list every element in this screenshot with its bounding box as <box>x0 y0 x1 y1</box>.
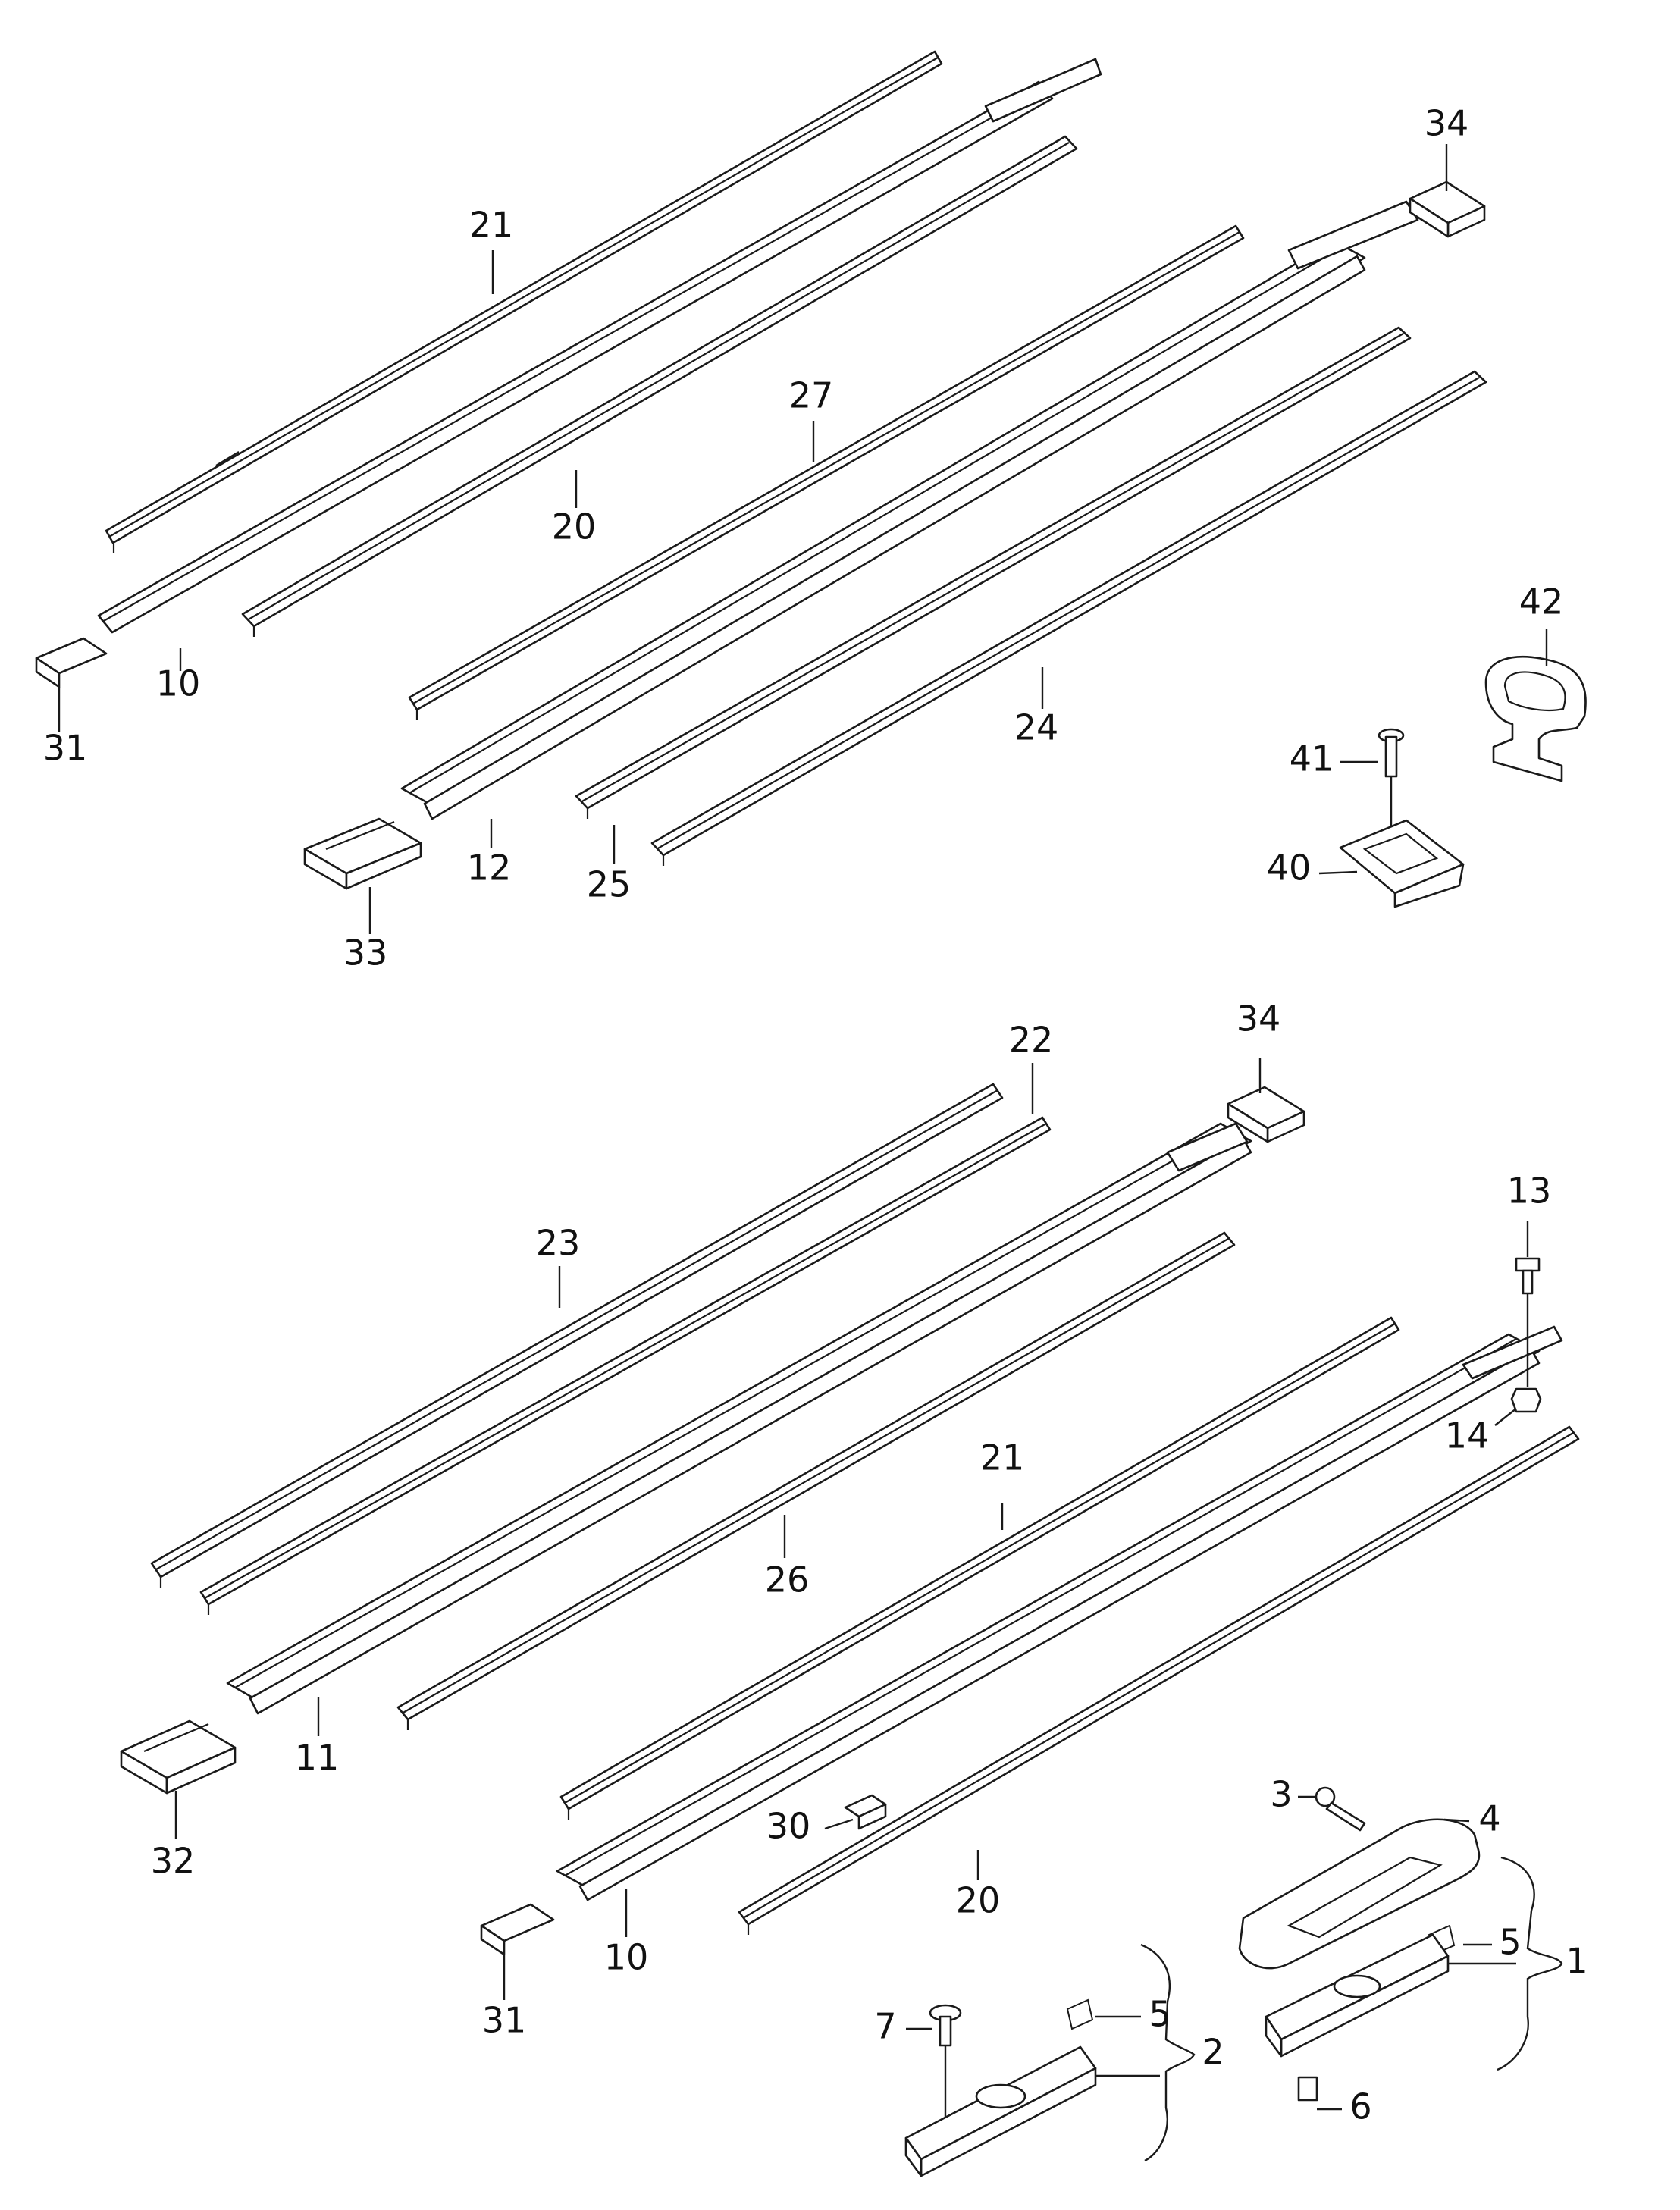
callout-11: 11 <box>295 1738 340 1779</box>
rail-20-bottom <box>738 1425 1580 1935</box>
end-cap-34-top <box>1409 180 1486 238</box>
bolt-13 <box>1515 1257 1541 1295</box>
end-cap-34-bottom <box>1227 1086 1305 1143</box>
clip-30 <box>844 1794 887 1830</box>
callout-7: 7 <box>874 2006 896 2047</box>
callout-30: 30 <box>766 1806 811 1847</box>
callout-4: 4 <box>1478 1798 1500 1839</box>
screw-3 <box>1315 1786 1366 1832</box>
fitting-2 <box>904 2045 1097 2177</box>
callout-41: 41 <box>1290 738 1334 779</box>
rail-10-top <box>97 58 1102 634</box>
callout-31-top: 31 <box>43 728 88 769</box>
end-cap-31-top <box>35 637 108 688</box>
callout-25: 25 <box>587 864 632 905</box>
rail-10-bottom <box>556 1325 1563 1901</box>
end-cap-33 <box>303 817 422 890</box>
callout-1: 1 <box>1566 1941 1588 1982</box>
rail-22 <box>199 1116 1052 1615</box>
callout-10-bottom: 10 <box>604 1937 649 1978</box>
callout-20-bottom: 20 <box>956 1880 1001 1921</box>
end-cap-32 <box>120 1719 237 1795</box>
callout-3: 3 <box>1270 1774 1292 1815</box>
callout-32: 32 <box>151 1841 196 1882</box>
rail-23 <box>150 1083 1004 1588</box>
callout-21-top: 21 <box>469 205 514 246</box>
callout-14: 14 <box>1445 1415 1490 1456</box>
callout-5-a: 5 <box>1499 1922 1521 1963</box>
callout-10-top: 10 <box>156 663 201 704</box>
callout-6: 6 <box>1349 2086 1371 2127</box>
tie-down-40 <box>1339 819 1465 908</box>
callout-31-bottom: 31 <box>482 2000 527 2041</box>
callout-labels-top: 21 20 10 31 27 12 33 25 24 34 42 41 40 <box>43 103 1564 973</box>
callout-labels-bottom: 22 23 34 26 11 32 21 13 14 30 20 10 31 3… <box>151 998 1588 2127</box>
callout-42: 42 <box>1519 581 1564 622</box>
callout-33: 33 <box>343 933 388 973</box>
callout-20-top: 20 <box>552 506 597 547</box>
end-cap-31-bottom <box>480 1903 555 1956</box>
strap-42 <box>1484 655 1587 782</box>
callout-40: 40 <box>1267 848 1312 889</box>
cover-4 <box>1238 1818 1481 1970</box>
callout-26: 26 <box>765 1560 810 1600</box>
rail-27 <box>408 224 1245 720</box>
rail-21-top <box>105 50 943 553</box>
leaders-top <box>58 144 1548 934</box>
callout-34-bottom: 34 <box>1236 998 1281 1039</box>
rail-11 <box>226 1122 1252 1715</box>
callout-13: 13 <box>1507 1171 1552 1212</box>
callout-2: 2 <box>1202 2032 1224 2073</box>
nut-14 <box>1510 1387 1542 1413</box>
nut-6 <box>1297 2076 1318 2102</box>
bolt-7 <box>929 2004 962 2138</box>
callout-22: 22 <box>1009 1020 1054 1061</box>
callout-34-top: 34 <box>1425 103 1469 144</box>
callout-21-bottom: 21 <box>980 1437 1025 1478</box>
rail-12 <box>400 200 1419 820</box>
rail-21-bottom <box>559 1316 1400 1820</box>
callout-24: 24 <box>1014 707 1059 748</box>
rail-25 <box>575 326 1412 819</box>
callout-5-b: 5 <box>1149 1994 1171 2035</box>
callout-12: 12 <box>467 848 512 889</box>
rail-24 <box>650 370 1487 866</box>
callout-27: 27 <box>789 375 834 416</box>
clip-5-b <box>1066 1998 1094 2030</box>
rail-26 <box>396 1231 1236 1730</box>
callout-23: 23 <box>536 1223 581 1264</box>
rail-20-top <box>241 135 1078 637</box>
leaders-bottom <box>174 1058 1563 2162</box>
fitting-1 <box>1265 1933 1450 2058</box>
